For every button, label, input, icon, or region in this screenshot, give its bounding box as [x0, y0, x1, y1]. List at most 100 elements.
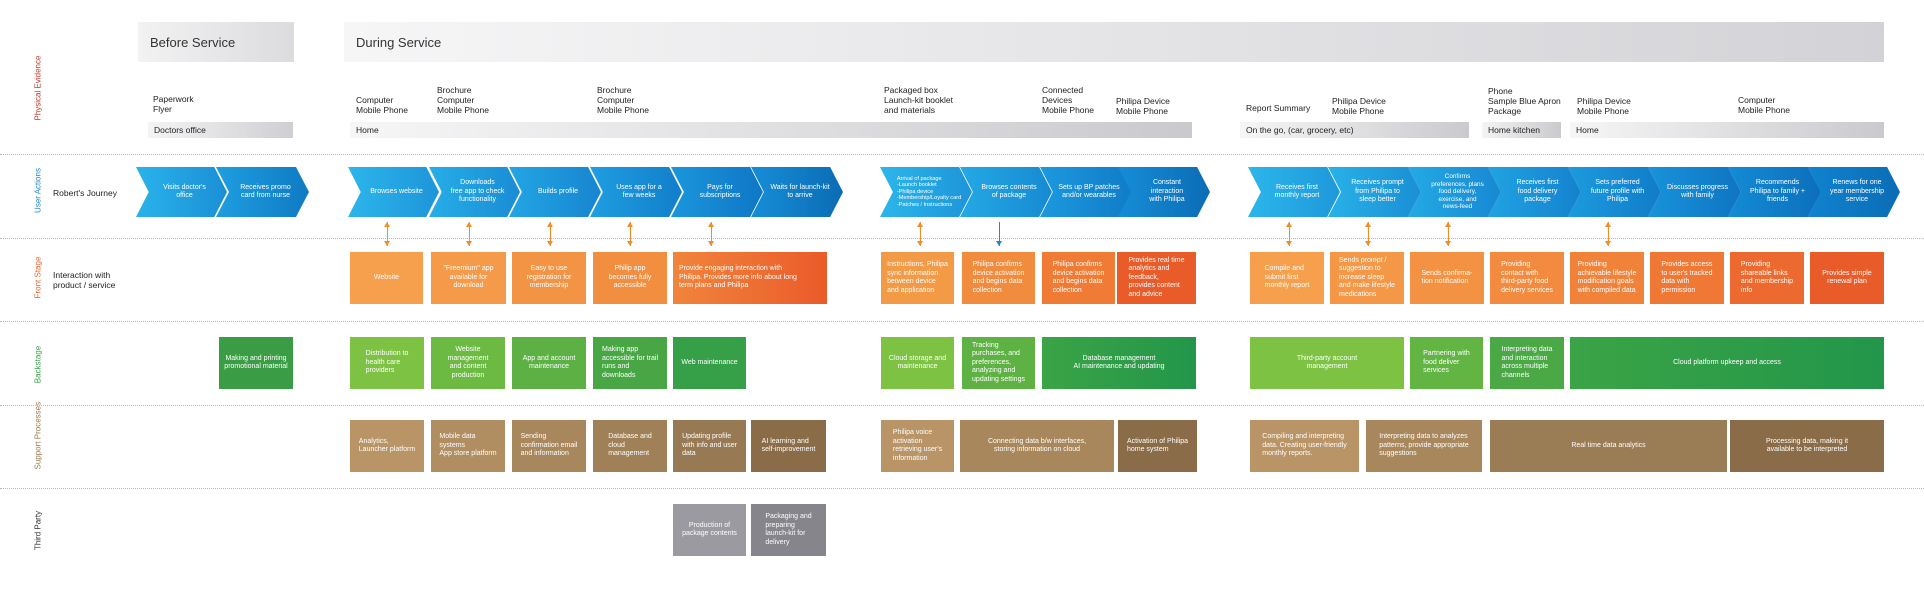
journey-step-label: Sets preferred future profile with Phili… — [1590, 179, 1645, 204]
front-stage-card: Provides simple renewal plan — [1810, 252, 1884, 304]
card-text: Sends prompt / suggestion to increase sl… — [1338, 256, 1396, 298]
divider-5 — [0, 488, 1924, 489]
card-text: Production of package contents — [682, 521, 737, 538]
interaction-title: Interaction with product / service — [53, 270, 116, 290]
location-label: Home — [1576, 125, 1599, 135]
card-text: Provides simple renewal plan — [1822, 269, 1872, 286]
location-bar: On the go, (car, grocery, etc) — [1240, 122, 1469, 138]
journey-title: Robert's Journey — [53, 188, 117, 198]
backstage-card: Third-party account management — [1250, 337, 1404, 389]
journey-step-label: Discusses progress with family — [1666, 183, 1729, 200]
evidence-item: Packaged box Launch-kit booklet and mate… — [884, 85, 953, 115]
connector-arrow — [917, 222, 923, 246]
support-card: Compiling and interpreting data. Creatin… — [1250, 420, 1359, 472]
journey-step: Browses website — [348, 167, 439, 217]
support-card: Connecting data b/w interfaces, storing … — [960, 420, 1114, 472]
journey-step-label: Sets up BP patches and/or wearables — [1058, 183, 1120, 200]
journey-step: Downloads free app to check functionalit… — [429, 167, 520, 217]
journey-step: Browses contents of package — [960, 167, 1052, 217]
evidence-item: Philipa Device Mobile Phone — [1116, 96, 1170, 116]
support-card: Mobile data systems App store platform — [431, 420, 505, 472]
card-text: AI learning and self-improvement — [761, 437, 816, 454]
card-text: Philipa confirms device activation and b… — [1052, 261, 1105, 294]
support-card: Sending confirmation email and informati… — [512, 420, 586, 472]
card-text: Providing contact with third-party food … — [1501, 261, 1553, 294]
evidence-item: Report Summary — [1246, 103, 1311, 113]
backstage-card: Distribution to health care providers — [350, 337, 424, 389]
divider-1 — [0, 154, 1924, 155]
row-label-backstage: Backstage — [33, 345, 43, 384]
support-card: AI learning and self-improvement — [751, 420, 826, 472]
journey-step: Confirms preferences, plans food deliver… — [1408, 167, 1501, 217]
row-label-support-processes: Support Processes — [33, 401, 43, 470]
card-text: Providing achievable lifestyle modificat… — [1577, 261, 1637, 294]
connector-arrow — [1605, 222, 1611, 246]
connector-arrow — [627, 222, 633, 246]
card-text: Sending confirmation email and informati… — [520, 433, 578, 458]
card-text: Tracking purchases, and preferences, ana… — [972, 341, 1025, 383]
evidence-item: Philipa Device Mobile Phone — [1577, 96, 1631, 116]
connector-arrow — [1445, 222, 1451, 246]
journey-step: Receives promo card from nurse — [216, 167, 309, 217]
front-stage-card: Philip app becomes fully accessible — [593, 252, 667, 304]
location-bar: Doctors office — [148, 122, 293, 138]
journey-step: Waits for launch-kit to arrive — [751, 167, 843, 217]
support-card: Real time data analytics — [1490, 420, 1727, 472]
front-stage-card: Providing contact with third-party food … — [1490, 252, 1564, 304]
card-text: Easy to use registration for membership — [526, 265, 572, 290]
journey-step: Pays for subscriptions — [671, 167, 763, 217]
journey-step: Sets up BP patches and/or wearables — [1040, 167, 1132, 217]
card-text: Philipa voice activation retrieving user… — [892, 429, 943, 462]
location-label: Doctors office — [154, 125, 206, 135]
location-bar: Home — [350, 122, 1192, 138]
divider-4 — [0, 405, 1924, 406]
front-stage-card: Compile and submit first monthly report — [1250, 252, 1324, 304]
card-text: Web maintenance — [681, 358, 738, 366]
phase-during-label: During Service — [356, 34, 442, 50]
divider-2 — [0, 238, 1924, 239]
backstage-card: Partnering with food deliver services — [1410, 337, 1483, 389]
phase-before-service: Before Service — [138, 22, 294, 62]
backstage-card: Making app accessible for trail runs and… — [593, 337, 667, 389]
card-text: Cloud storage and maintenance — [888, 354, 947, 371]
journey-step-label: Receives promo card from nurse — [240, 183, 291, 200]
journey-step-label: Visits doctor's office — [163, 183, 206, 200]
journey-step: Receives prompt from Philipa to sleep be… — [1328, 167, 1421, 217]
evidence-item: Computer Mobile Phone — [356, 95, 408, 115]
journey-step-label: Downloads free app to check functionalit… — [450, 179, 505, 204]
journey-step-label: Receives first monthly report — [1274, 183, 1320, 200]
divider-3 — [0, 321, 1924, 322]
connector-arrow — [547, 222, 553, 246]
card-text: Making and printing promotional material — [224, 354, 288, 371]
support-card: Activation of Philipa home system — [1118, 420, 1197, 472]
card-text: Database and cloud management — [608, 433, 652, 458]
card-text: Making app accessible for trail runs and… — [601, 346, 659, 379]
journey-step: Recommends Philipa to family + friends — [1728, 167, 1821, 217]
support-card: Analytics, Launcher platform — [350, 420, 424, 472]
location-label: Home — [356, 125, 379, 135]
journey-step: Receives first food delivery package — [1488, 167, 1581, 217]
connector-arrow — [708, 222, 714, 246]
front-stage-card: Sends prompt / suggestion to increase sl… — [1330, 252, 1404, 304]
backstage-card: Making and printing promotional material — [219, 337, 293, 389]
row-label-user-actions: User Actions — [33, 168, 43, 213]
evidence-item: Connected Devices Mobile Phone — [1042, 85, 1094, 115]
location-bar: Home — [1570, 122, 1884, 138]
journey-step-label: Arrival of package -Launch booklet -Phil… — [896, 175, 962, 208]
support-card: Updating profile with info and user data — [673, 420, 746, 472]
card-text: Providing shareable links and membership… — [1740, 261, 1794, 294]
backstage-card: Database management AI maintenance and u… — [1042, 337, 1196, 389]
card-text: Philipa confirms device activation and b… — [972, 261, 1025, 294]
support-card: Philipa voice activation retrieving user… — [881, 420, 954, 472]
location-label: On the go, (car, grocery, etc) — [1246, 125, 1354, 135]
card-text: Analytics, Launcher platform — [358, 437, 416, 454]
support-card: Database and cloud management — [593, 420, 667, 472]
card-text: Processing data, making it available to … — [1765, 437, 1849, 454]
card-text: Instructions, Philipa sync information b… — [887, 261, 948, 294]
front-stage-card: "Freemium" app available for download — [431, 252, 506, 304]
location-bar: Home kitchen — [1482, 122, 1561, 138]
backstage-card: Cloud storage and maintenance — [881, 337, 954, 389]
card-text: Connecting data b/w interfaces, storing … — [987, 437, 1087, 454]
support-card: Processing data, making it available to … — [1730, 420, 1884, 472]
evidence-item: Philipa Device Mobile Phone — [1332, 96, 1386, 116]
